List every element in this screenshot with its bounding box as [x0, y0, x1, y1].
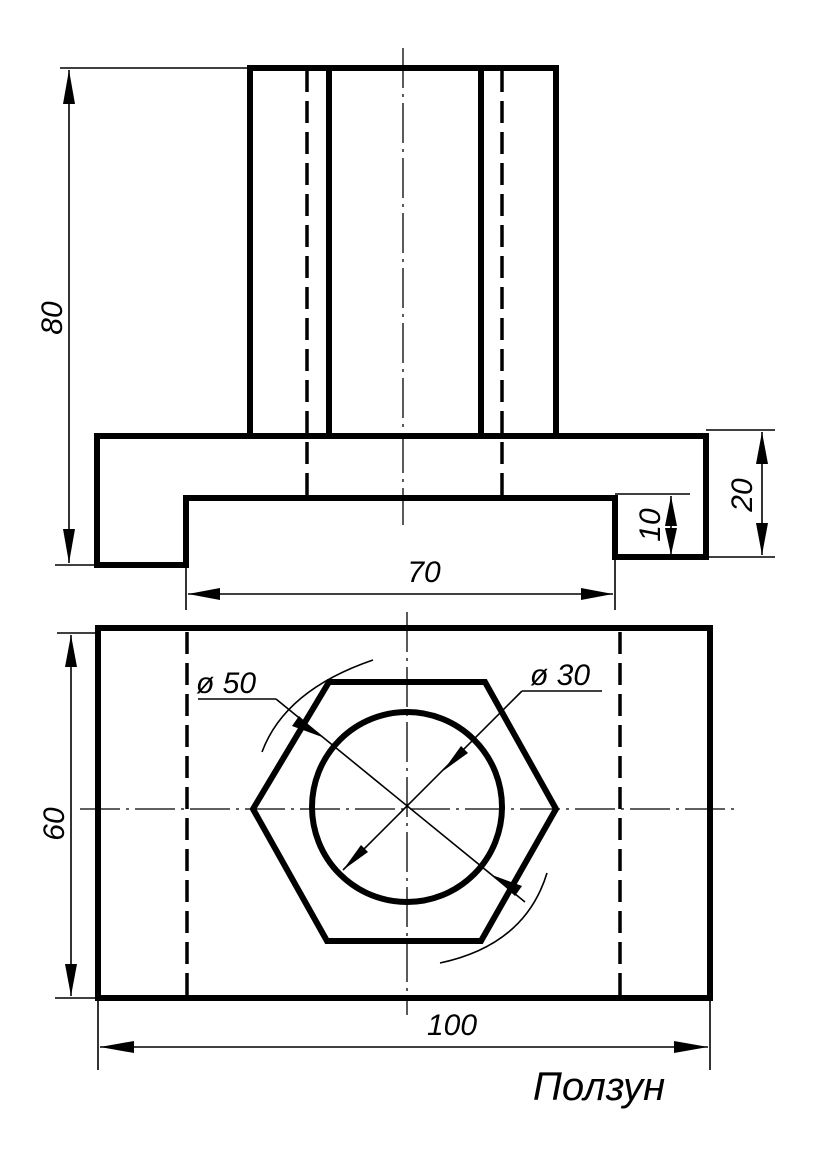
- dimension-60: 60: [38, 632, 98, 999]
- top-view: [80, 612, 735, 1015]
- base-outline: [94, 433, 709, 568]
- dimension-60-label: 60: [38, 807, 71, 841]
- dimension-d30-label: ø 30: [530, 659, 590, 692]
- dimension-100: 100: [97, 998, 711, 1070]
- dimension-d30: ø 30: [342, 659, 602, 871]
- dimension-70-label: 70: [407, 556, 441, 589]
- drawing-title: Ползун: [533, 1065, 665, 1109]
- dimension-20-label: 20: [726, 478, 759, 513]
- dimension-80-label: 80: [36, 301, 69, 335]
- dimension-80: 80: [36, 67, 250, 566]
- dimension-20: 20: [706, 429, 775, 558]
- dimension-100-label: 100: [427, 1009, 477, 1042]
- top-outline: [95, 625, 713, 1001]
- dimension-10-label: 10: [634, 508, 667, 542]
- dimension-70: 70: [185, 556, 616, 610]
- dimension-d50-label: ø 50: [196, 667, 256, 700]
- dimension-10: 10: [615, 493, 690, 555]
- dimension-d50: ø 50: [196, 659, 548, 964]
- front-view: [94, 48, 709, 568]
